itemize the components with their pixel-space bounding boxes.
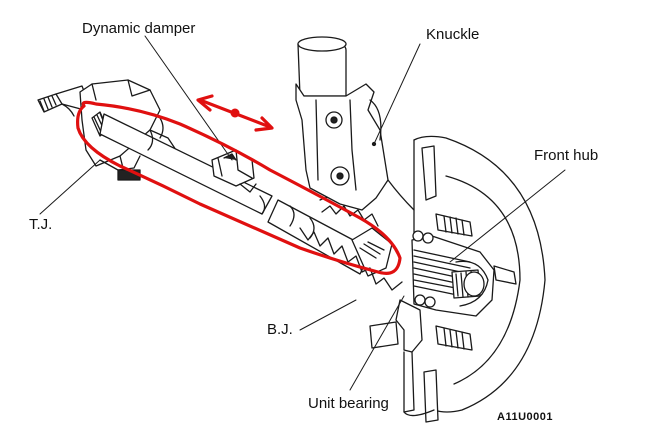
label-knuckle: Knuckle — [426, 26, 480, 43]
label-dynamic-damper: Dynamic damper — [82, 20, 196, 37]
leader-bj — [299, 299, 357, 331]
brake-disc — [413, 135, 546, 423]
outer-shaft — [267, 199, 393, 277]
leader-dynamic-damper — [144, 35, 233, 161]
red-annotations — [76, 94, 402, 275]
leader-knuckle — [373, 43, 421, 145]
label-front-hub: Front hub — [534, 147, 599, 164]
unit-bearing — [369, 230, 436, 417]
wheel-studs — [435, 213, 517, 351]
knuckle — [295, 36, 415, 211]
leader-front-hub — [449, 169, 566, 263]
front-hub — [411, 235, 495, 317]
figure-code: A11U0001 — [497, 411, 553, 423]
double-arrow-icon — [196, 94, 274, 132]
leader-lines — [39, 35, 566, 391]
label-unit-bearing: Unit bearing — [308, 395, 389, 412]
highlight-loop — [76, 100, 402, 275]
leader-tj — [39, 159, 101, 215]
label-bj: B.J. — [267, 321, 293, 338]
label-tj: T.J. — [29, 216, 53, 233]
leader-unit-bearing — [349, 295, 405, 391]
